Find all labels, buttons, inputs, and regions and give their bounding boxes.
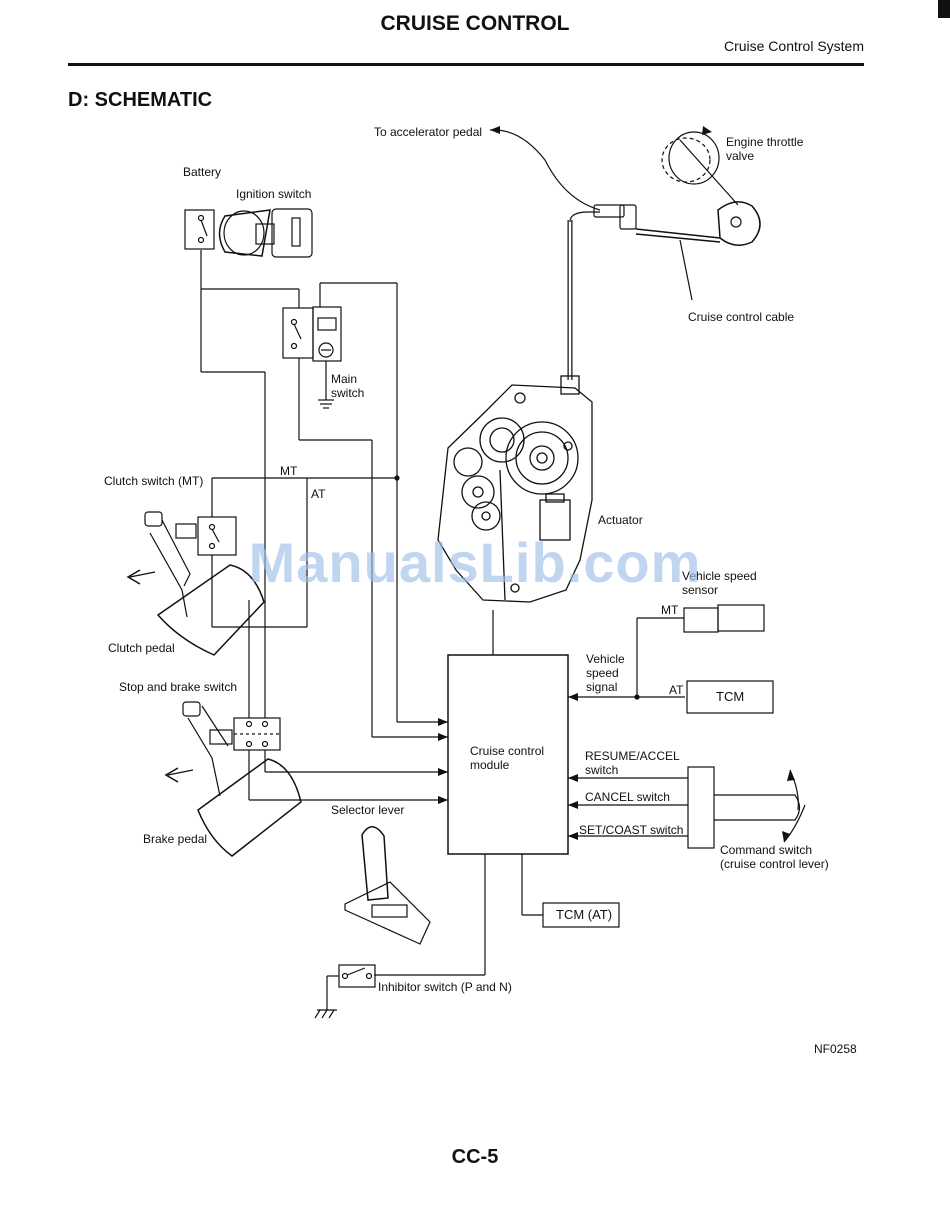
resume-accel-switch-label-line2: switch xyxy=(585,763,619,777)
battery-label: Battery xyxy=(183,165,222,179)
clutch-pedal-label: Clutch pedal xyxy=(108,641,175,655)
vehicle-speed-sensor-icon xyxy=(683,607,719,633)
figure-code-label: NF0258 xyxy=(814,1042,857,1056)
cruise-control-module-label-line1: Cruise control xyxy=(470,744,545,758)
clutch-pedal-icon xyxy=(126,511,265,656)
page-corner-mark xyxy=(938,0,950,18)
selector-lever-label: Selector lever xyxy=(331,803,405,817)
brake-pedal-icon xyxy=(164,701,302,857)
resume-accel-switch-label-line1: RESUME/ACCEL xyxy=(585,749,680,763)
page-number: CC-5 xyxy=(451,1146,499,1168)
tcm-label: TCM xyxy=(716,689,745,704)
selector-lever-icon xyxy=(344,826,431,945)
command-switch-label-line2: (cruise control lever) xyxy=(720,857,829,871)
section-title: D: SCHEMATIC xyxy=(68,89,213,111)
header-rule xyxy=(68,63,864,66)
tcm-at-box xyxy=(542,902,620,928)
clutch-switch-box xyxy=(197,516,237,556)
tcm-at-label: TCM (AT) xyxy=(556,907,613,922)
watermark: ManualsLib.com xyxy=(248,531,702,594)
page-header-title: CRUISE CONTROL xyxy=(380,12,570,35)
inhibitor-switch-box xyxy=(338,964,376,988)
main-switch-label-line1: Main xyxy=(331,372,358,386)
vehicle-speed-sensor-label-line2: sensor xyxy=(682,583,719,597)
cruise-control-module-box xyxy=(447,654,569,855)
cruise-control-cable-label: Cruise control cable xyxy=(688,310,795,324)
throttle-valve-icon xyxy=(668,131,720,185)
set-coast-switch-label: SET/COAST switch xyxy=(579,823,684,837)
battery-switch-box xyxy=(184,209,215,250)
inhibitor-switch-label: Inhibitor switch (P and N) xyxy=(378,980,512,994)
engine-throttle-valve-label-line1: Engine throttle xyxy=(726,135,804,149)
cancel-switch-label: CANCEL switch xyxy=(585,790,670,804)
cruise-control-module-label-line2: module xyxy=(470,758,510,772)
mt-right-label: MT xyxy=(661,603,679,617)
stop-brake-switch-label: Stop and brake switch xyxy=(119,680,238,694)
brake-pedal-label: Brake pedal xyxy=(143,832,208,846)
mt-top-label: MT xyxy=(280,464,298,478)
ignition-switch-icon xyxy=(218,208,313,258)
actuator-label: Actuator xyxy=(598,513,643,527)
vehicle-speed-signal-label-line3: signal xyxy=(586,680,618,694)
command-switch-box xyxy=(687,766,715,849)
vehicle-speed-signal-label-line1: Vehicle xyxy=(586,652,625,666)
tcm-box xyxy=(686,680,774,714)
at-right-label: AT xyxy=(669,683,684,697)
page-header-subtitle: Cruise Control System xyxy=(723,38,864,54)
vehicle-speed-sensor-label-line1: Vehicle speed xyxy=(682,569,757,583)
ignition-switch-label: Ignition switch xyxy=(236,187,312,201)
engine-throttle-valve-label-line2: valve xyxy=(726,149,755,163)
actuator-icon xyxy=(437,375,593,603)
vehicle-speed-signal-label-line2: speed xyxy=(586,666,619,680)
clutch-switch-label: Clutch switch (MT) xyxy=(104,474,204,488)
at-top-label: AT xyxy=(311,487,326,501)
command-switch-label-line1: Command switch xyxy=(720,843,813,857)
main-switch-label-line2: switch xyxy=(331,386,365,400)
to-accelerator-pedal-label: To accelerator pedal xyxy=(374,125,483,139)
